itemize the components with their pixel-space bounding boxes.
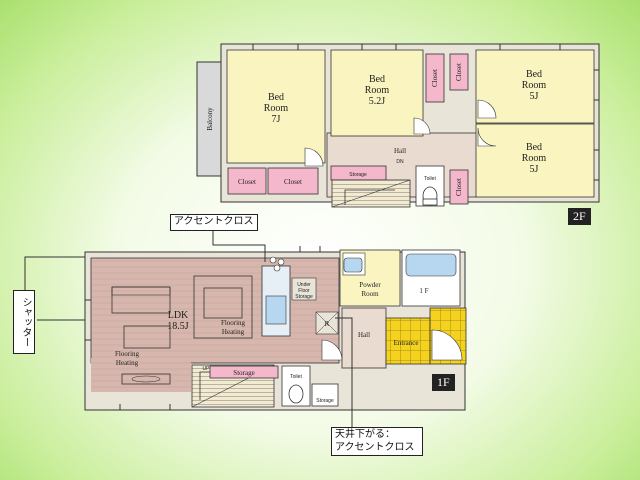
underfloor-line2: Floor: [298, 288, 310, 294]
closet-2f-4: [449, 53, 469, 91]
underfloor-line3: Storage: [295, 294, 313, 300]
washbasin: [343, 257, 363, 273]
ldk-line2: 18.5J: [167, 321, 189, 332]
dn-label: DN: [396, 159, 404, 165]
underfloor-storage: [291, 277, 317, 301]
closet-2f-3-label: Closet: [431, 69, 439, 87]
entrance-tile: [385, 317, 431, 365]
floor-1f-tag: 1F: [432, 374, 455, 391]
bed52-line1: Bed: [369, 74, 385, 85]
bathtub: [405, 253, 457, 277]
door-swing-bed5a: [477, 99, 497, 119]
refrigerator-label: R: [325, 320, 330, 328]
shutter-text: シャッター: [20, 297, 31, 347]
hall-1f-label: Hall: [358, 331, 370, 339]
underfloor-line1: Under: [297, 282, 311, 288]
stove-burner-1: [269, 256, 277, 264]
dining-area: [193, 275, 253, 339]
ldk-floor-lower: [91, 358, 191, 392]
toilet-2f-label: Toilet: [424, 176, 436, 182]
closet-2f-1: [227, 167, 267, 195]
balcony-label: Balcony: [206, 107, 214, 131]
closet-2f-3: [425, 53, 445, 103]
bedroom-5j-top: [475, 49, 595, 124]
tv-board: [121, 373, 171, 385]
toilet-bowl-1f: [288, 384, 304, 404]
bed5b-line3: 5J: [530, 164, 539, 175]
powder-line2: Room: [361, 290, 379, 298]
second-floor-windows: [252, 44, 599, 181]
bed52-line2: Room: [365, 85, 390, 96]
ceiling-callout: 天井下がる： アクセントクロス: [331, 427, 423, 456]
closet-2f-4-label: Closet: [455, 63, 463, 81]
tv: [131, 375, 161, 383]
flooring-living-1: Flooring: [115, 350, 140, 358]
bedroom-7j: [226, 49, 326, 164]
refrigerator-diag-2: [315, 311, 339, 335]
ceiling-line1: 天井下がる：: [335, 429, 395, 440]
door-swing-bed7: [304, 147, 324, 167]
door-swing-hall: [321, 339, 343, 361]
bed7-line2: Room: [264, 103, 289, 114]
storage-1f: [209, 365, 279, 379]
bed7-line3: 7J: [272, 114, 281, 125]
entrance-label: Entrance: [394, 339, 419, 347]
stove-burner-2: [277, 258, 285, 266]
ldk-line1: LDK: [168, 310, 189, 321]
door-swing-bed5b: [477, 127, 497, 147]
closet-2f-2: [267, 167, 319, 195]
kitchen-sink: [265, 295, 287, 325]
bed5b-line1: Bed: [526, 142, 542, 153]
flooring-dining-1: Flooring: [221, 319, 246, 327]
bed5a-line2: Room: [522, 80, 547, 91]
leader-accent-top: [212, 229, 266, 262]
bedroom-5-2j: [330, 49, 424, 137]
up-label: UP: [203, 366, 211, 372]
door-swing-bed52: [413, 117, 431, 135]
bed52-line3: 5.2J: [369, 96, 386, 107]
first-floor: LDK 18.5J Flooring Heating Flooring Heat…: [84, 246, 467, 411]
storage-1f-label: Storage: [233, 369, 254, 377]
bed7-line1: Bed: [268, 92, 284, 103]
accent-cross-callout: アクセントクロス: [170, 214, 258, 231]
closet-2f-1-label: Closet: [238, 178, 256, 186]
ceiling-line2: アクセントクロス: [335, 441, 415, 453]
stairs-2f-arrow: [344, 189, 395, 205]
coffee-table: [123, 325, 171, 349]
powder-line1: Powder: [359, 281, 381, 289]
closet-2f-5-label: Closet: [455, 178, 463, 196]
ldk-floor: [90, 257, 340, 364]
flooring-dining-2: Heating: [222, 328, 245, 336]
toilet-tank-2f: [422, 198, 438, 206]
closet-2f-5: [449, 169, 469, 205]
storage-2f-label: Storage: [349, 172, 367, 178]
dining-table: [203, 287, 243, 319]
bed5b-line2: Room: [522, 153, 547, 164]
closet-2f-2-label: Closet: [284, 178, 302, 186]
ub-label: 1 F: [419, 287, 428, 295]
leader-shutter-top: [24, 256, 85, 290]
flooring-living-2: Heating: [116, 359, 139, 367]
first-floor-windows: [85, 246, 321, 410]
leader-ceiling: [335, 317, 353, 427]
shutter-callout: シャッター: [13, 290, 35, 354]
door-swing-entrance: [431, 329, 463, 361]
hall-2f-label: Hall: [394, 147, 406, 155]
second-floor: Bed Room 7J Bed Room 5.2J Bed Room 5J Be…: [196, 43, 600, 208]
storage-1f-2-label: Storage: [316, 398, 334, 404]
sofa-back: [111, 286, 171, 296]
callout-leaders: [24, 229, 353, 427]
bed5a-line1: Bed: [526, 69, 542, 80]
floor-2f-tag: 2F: [568, 208, 591, 225]
bedroom-5j-bottom: [475, 123, 595, 198]
balcony: [196, 61, 222, 177]
toilet-1f-label: Toilet: [290, 374, 302, 380]
storage-1f-2: [311, 383, 339, 407]
stove-burner-3: [273, 264, 281, 272]
bed5a-line3: 5J: [530, 91, 539, 102]
